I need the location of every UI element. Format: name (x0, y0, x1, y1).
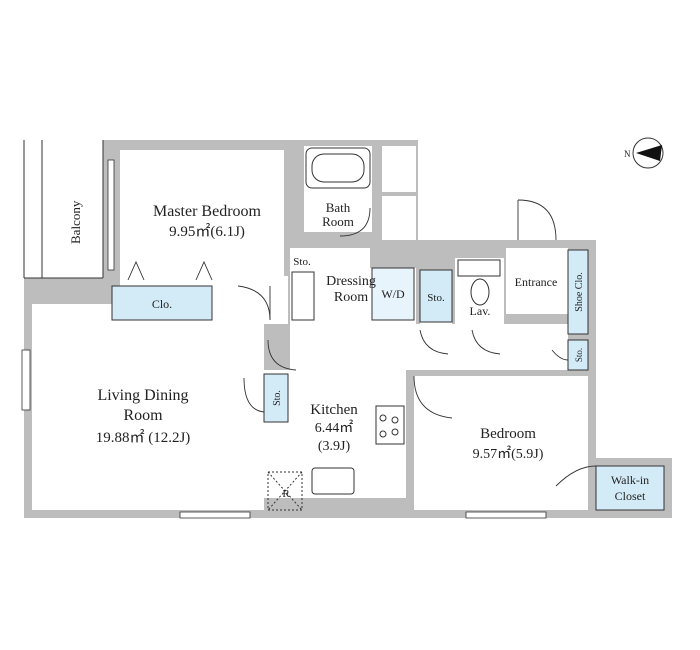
closet-label: Clo. (152, 297, 172, 311)
sto-upper-label: Sto. (293, 256, 311, 268)
kitchen-area: 6.44㎡ (315, 420, 354, 436)
shoe-closet-label: Shoe Clo. (574, 272, 585, 311)
living-area: 19.88㎡ (12.2J) (96, 429, 191, 446)
doors (127, 199, 597, 487)
windows (21, 159, 547, 519)
bath-floor (304, 146, 372, 232)
kitchen-sink-icon (311, 467, 355, 495)
balcony-area (24, 140, 103, 278)
compass-north-label: N (624, 149, 631, 159)
sto-entry-box (567, 339, 589, 371)
walkin-label-1: Walk-in (611, 473, 649, 487)
stove-icon (375, 405, 405, 445)
master-bedroom-area: 9.95㎡(6.1J) (169, 223, 245, 240)
walkin-label-2: Closet (615, 489, 646, 503)
bathtub-icon (305, 147, 371, 189)
fridge-label: R (282, 488, 290, 500)
dressing-floor (290, 248, 370, 324)
sto-entry-label: Sto. (574, 348, 584, 362)
sto-kitchen-label: Sto. (272, 390, 283, 406)
kitchen-label: Kitchen (310, 402, 358, 418)
kitchen-tatami: (3.9J) (318, 439, 351, 454)
entrance-floor (506, 248, 568, 314)
bedroom-label: Bedroom (480, 426, 536, 442)
balcony-label: Balcony (68, 200, 83, 244)
lav-floor (455, 258, 504, 324)
compass-icon: N (624, 137, 664, 169)
entrance-label: Entrance (515, 275, 558, 289)
dressing-counter (291, 271, 315, 321)
master-bedroom-label: Master Bedroom (153, 203, 262, 220)
dressing-label-2: Room (334, 290, 368, 305)
living-label-1: Living Dining (97, 387, 188, 404)
bath-label-1: Bath (326, 200, 351, 215)
dressing-label-1: Dressing (326, 274, 376, 289)
lav-label: Lav. (470, 304, 491, 318)
sto-kitchen-box (263, 373, 289, 423)
storage-top-2 (382, 196, 416, 240)
bedroom-area: 9.57㎡(5.9J) (473, 446, 544, 462)
bedroom-floor (414, 376, 588, 510)
walkin-box (595, 465, 665, 511)
storage-top-1 (382, 146, 416, 192)
balcony-lines (23, 140, 104, 279)
shoe-closet-box (567, 249, 589, 335)
sink-icon (457, 259, 501, 306)
living-floor (32, 304, 264, 510)
fridge-icon (267, 471, 303, 511)
master-bedroom-floor (120, 150, 284, 286)
sto-mid-box (419, 269, 453, 323)
bath-label-2: Room (322, 214, 354, 229)
living-label-2: Room (123, 407, 163, 424)
wd-label: W/D (381, 287, 405, 301)
closet-box (111, 285, 213, 321)
wd-box (371, 267, 415, 321)
sto-mid-label: Sto. (427, 292, 445, 304)
